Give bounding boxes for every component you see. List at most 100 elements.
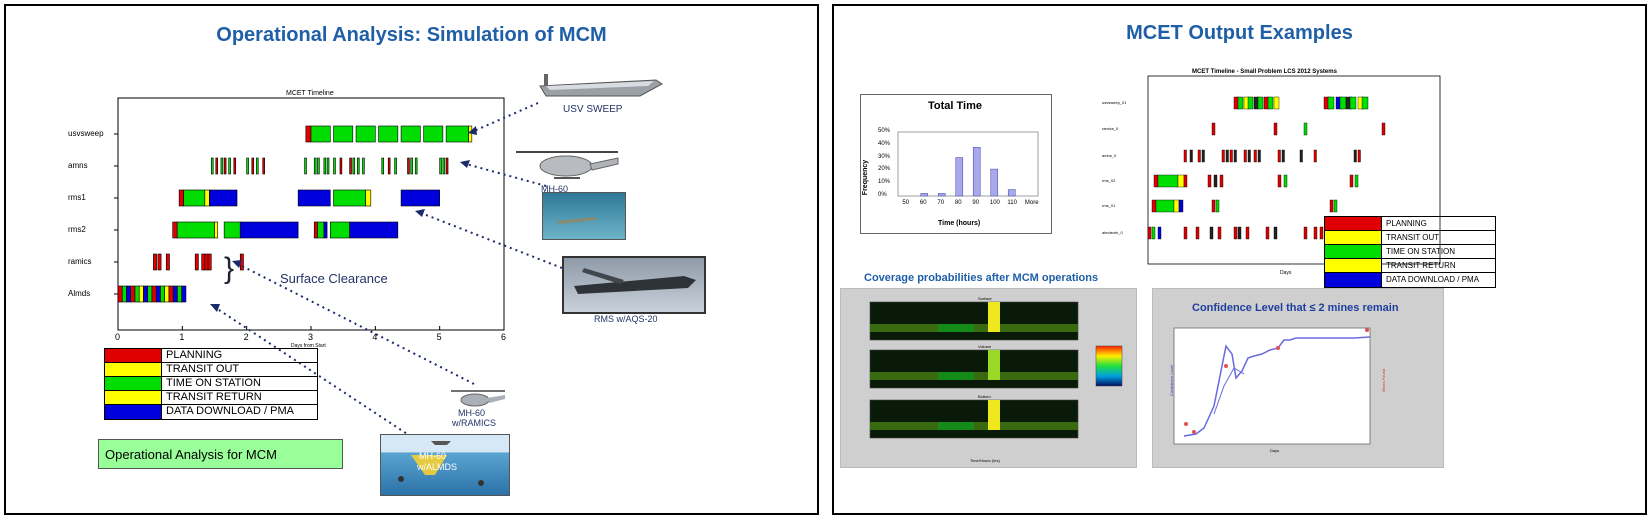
timeline-bar [442,157,446,175]
total-time-xlabel: Time (hours) [938,220,981,227]
mh60-ramics-label-1: MH-60 [458,408,486,418]
right-timeline-bar [1247,96,1254,110]
right-legend-swatch [1325,259,1382,272]
right-timeline-bar [1273,226,1278,240]
right-timeline-bar [1211,122,1216,136]
legend-row: TRANSIT RETURN [105,391,317,405]
histogram-x-tick: 50 [902,200,910,206]
legend-swatch [105,377,162,390]
timeline-bar [423,125,444,143]
histogram-x-tick: 70 [937,200,945,206]
timeline-bar [349,221,399,239]
right-timeline-bar [1197,149,1201,163]
timeline-bar [414,157,418,175]
timeline-bar [387,157,391,175]
coverage-heatmap [869,301,1079,341]
timeline-x-tick: 5 [436,332,442,342]
timeline-bar [410,157,413,175]
timeline-bar [326,157,330,175]
coverage-band-strong [938,422,974,430]
right-timeline-title: MCET Timeline - Small Problem LCS 2012 S… [1192,69,1337,75]
timeline-bar [378,125,399,143]
timeline-x-label: Days from Start [291,343,326,349]
timeline-bar [339,157,343,175]
timeline-bar [223,157,227,175]
timeline-bar [355,125,376,143]
right-legend-swatch [1325,231,1382,244]
right-timeline-bar [1243,149,1247,163]
legend-swatch [105,349,162,362]
total-time-histogram [897,131,1039,197]
histogram-x-tick: 80 [954,200,962,206]
right-timeline-bar [1247,149,1251,163]
coverage-colorbar [1095,345,1123,387]
right-timeline-bar [1217,226,1222,240]
legend-row: DATA DOWNLOAD / PMA [105,405,317,419]
total-time-title: Total Time [928,100,982,112]
right-timeline-bar [1361,96,1369,110]
surface-clearance-label: Surface Clearance [280,271,388,286]
right-legend-label: TIME ON STATION [1386,247,1456,256]
right-timeline-bar [1313,149,1317,163]
legend-label: TRANSIT OUT [166,363,240,375]
right-legend-row: TIME ON STATION [1325,245,1495,259]
timeline-x-tick: 4 [372,332,378,342]
right-timeline-bar [1211,199,1216,213]
histogram-y-tick: 50% [878,128,891,134]
timeline-bar [400,125,421,143]
timeline-x-tick: 3 [308,332,314,342]
right-timeline-bar [1237,226,1242,240]
timeline-bar [313,157,317,175]
right-timeline-bar [1354,174,1359,188]
right-timeline-row-label: rms_01 [1102,203,1116,208]
underwater-photo [542,192,626,240]
histogram-y-tick: 10% [878,179,891,186]
confidence-title: Confidence Level that ≤ 2 mines remain [1192,302,1399,314]
right-timeline-bar [1303,122,1308,136]
right-timeline-bar [1329,199,1334,213]
legend-label: TRANSIT RETURN [166,391,262,403]
right-legend-label: DATA DOWNLOAD / PMA [1386,275,1480,284]
timeline-bar [251,157,255,175]
timeline-row-label: Almds [68,289,91,298]
histogram-bar [1007,189,1016,197]
right-timeline-bar [1151,226,1156,240]
timeline-bar [239,221,299,239]
right-timeline-bar [1273,96,1280,110]
right-timeline-bar [1237,96,1244,110]
right-panel: MCET Output Examples Total Time Time (ho… [832,4,1647,515]
timeline-bar [228,157,231,175]
right-legend-row: DATA DOWNLOAD / PMA [1325,273,1495,287]
coverage-heatmap [869,399,1079,439]
timeline-bar [256,157,259,175]
timeline-bar [214,221,219,239]
right-timeline-bar [1183,226,1188,240]
right-panel-title: MCET Output Examples [1126,22,1353,44]
confidence-ylabel: Confidence Level [1168,365,1174,396]
timeline-row-label: usvsweep [68,129,104,138]
right-timeline-bar [1313,226,1318,240]
timeline-bar [165,253,170,271]
coverage-title: Coverage probabilities after MCM operati… [864,272,1099,284]
right-timeline-row-label: usvsweep_01 [1102,100,1127,105]
right-timeline-bar [1253,149,1257,163]
right-timeline-bar [1221,149,1225,163]
right-timeline-bar [1257,96,1264,110]
timeline-bar [349,157,352,175]
timeline-bar [323,157,327,175]
right-timeline-bar [1303,226,1308,240]
timeline-bar [233,157,237,175]
coverage-heatmap [869,349,1079,389]
coverage-band-strong [938,324,974,332]
right-timeline-bar [1233,149,1237,163]
histogram-bar [955,157,964,197]
timeline-bar [310,125,331,143]
right-legend-swatch [1325,273,1382,287]
timeline-bar [352,157,356,175]
right-timeline-bar [1267,96,1274,110]
right-timeline-row-label: amns_0 [1102,153,1117,158]
right-legend-swatch [1325,245,1382,258]
timeline-bar [407,157,410,175]
timeline-bar [365,189,372,207]
right-timeline-bar [1183,149,1187,163]
